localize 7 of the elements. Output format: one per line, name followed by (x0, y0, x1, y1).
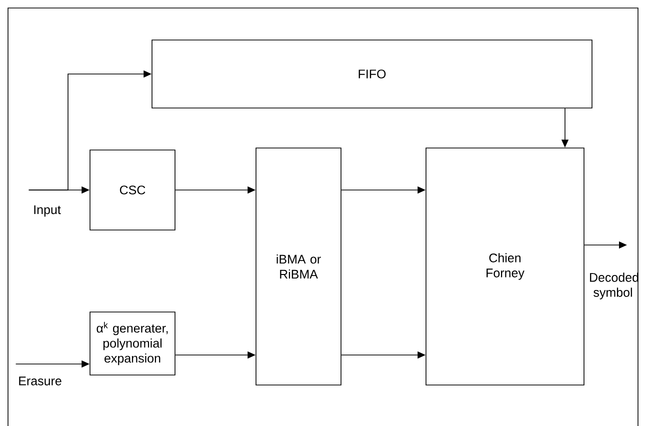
label-text: Erasure (19, 376, 62, 386)
process-box: FIFO (152, 40, 592, 108)
process-box: Chien Forney (426, 148, 584, 386)
label-text: Input (34, 205, 61, 217)
process-box: CSC (90, 150, 176, 230)
process-box: iBMA or RiBMA (256, 148, 342, 386)
process-box: α$^{k}$ generater, polynomial expansion (90, 312, 176, 376)
